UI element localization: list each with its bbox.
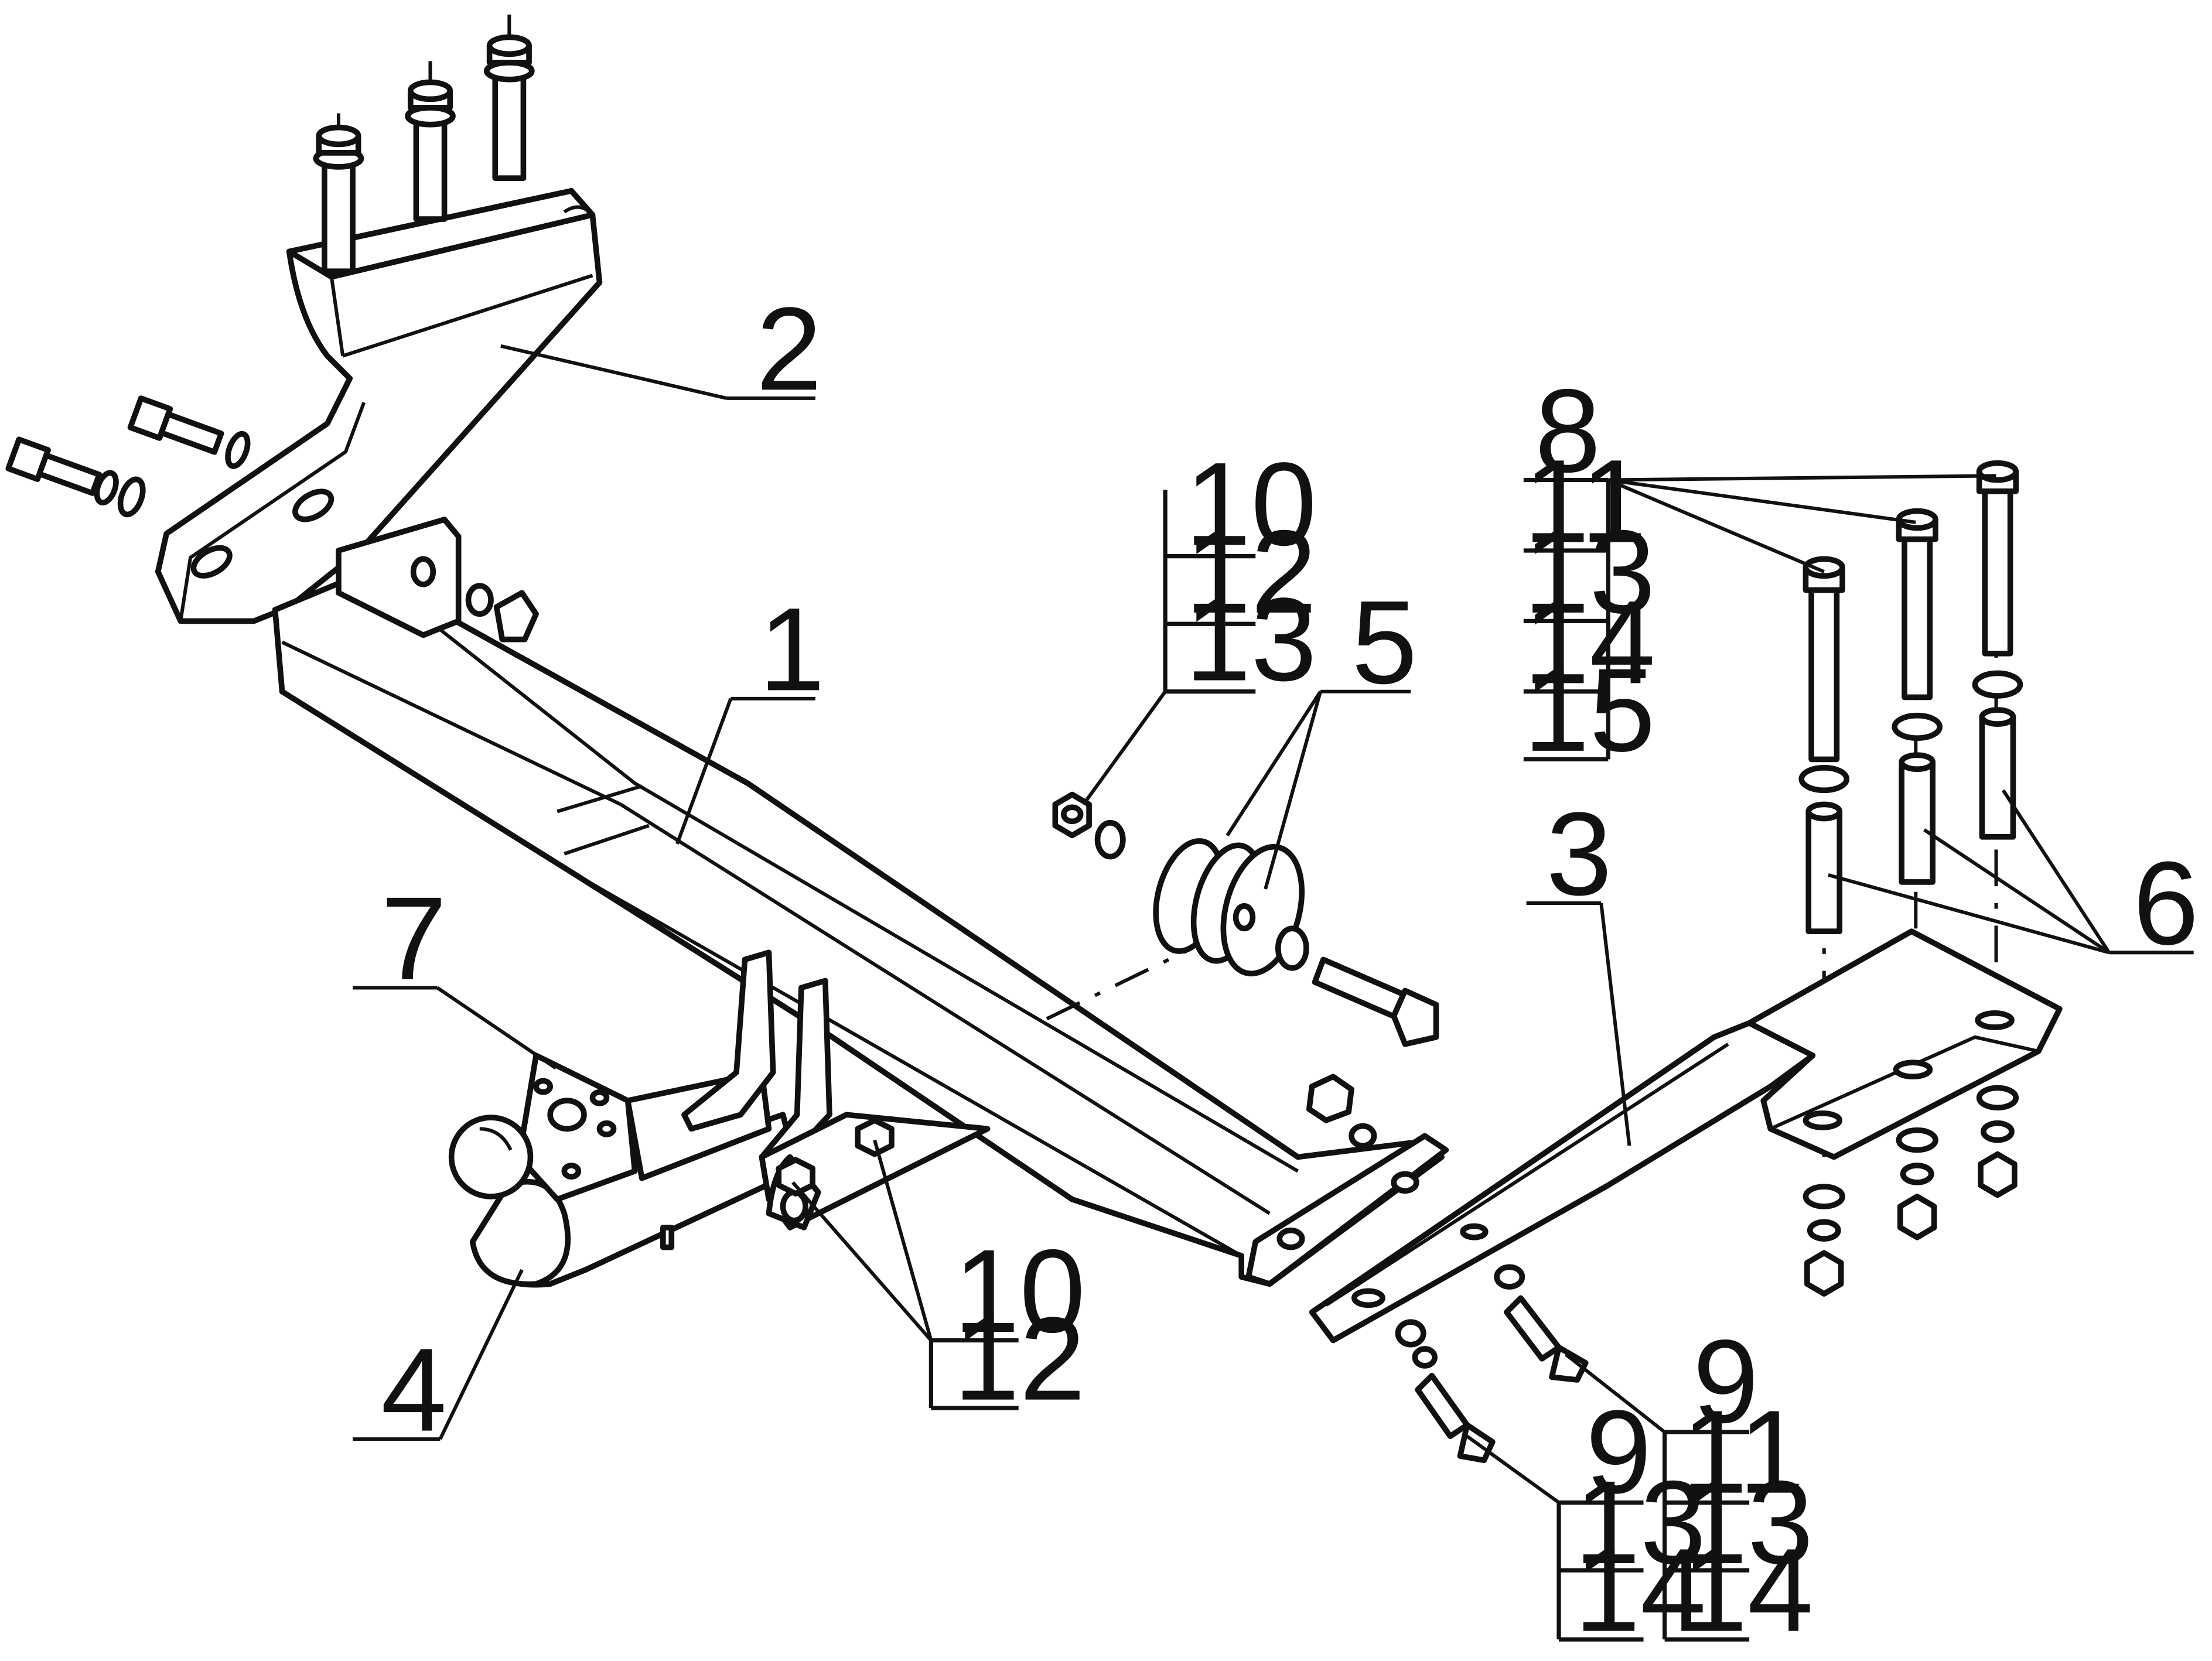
label-part-4: 4 xyxy=(381,1324,446,1456)
callout-item: 13 xyxy=(1185,573,1317,706)
callout-item: 13 xyxy=(1682,1456,1814,1588)
main-crossbar xyxy=(272,517,1449,1287)
callout-item: 13 xyxy=(1524,505,1655,638)
label-part-7: 7 xyxy=(381,872,446,1004)
callout-group-9-11-13-14: 9 11 13 14 xyxy=(1663,1315,1814,1656)
callout-item: 14 xyxy=(1575,1524,1706,1656)
callout-item: 11 xyxy=(1524,435,1647,568)
callout-item: 15 xyxy=(1524,644,1655,776)
left-mounting-bracket xyxy=(155,188,603,624)
label-part-6: 6 xyxy=(2133,837,2199,969)
callout-item: 13 xyxy=(1575,1456,1706,1588)
callout-item: 8 xyxy=(1535,364,1601,497)
callout-group-8-11-13-14-15: 8 11 13 14 15 xyxy=(1523,364,1655,776)
spacers-and-bolts xyxy=(1798,460,2023,934)
callout-item: 9 xyxy=(1693,1315,1759,1447)
left-plate-nut xyxy=(465,583,539,642)
callout-item: 11 xyxy=(1682,1386,1805,1518)
bracket3-bolts xyxy=(1395,1264,1589,1464)
label-part-2: 2 xyxy=(756,282,822,415)
ball-neck-nuts xyxy=(776,1117,895,1197)
bracket-vertical-bolts xyxy=(313,14,535,274)
right-bracket-nuts xyxy=(1803,1085,2019,1297)
bushing-bolt xyxy=(1275,925,1439,1047)
part-labels: 2 1 3 4 7 5 6 xyxy=(381,282,2199,1455)
callout-item: 10 xyxy=(954,1225,1085,1357)
callout-item: 10 xyxy=(1185,438,1317,570)
label-part-3: 3 xyxy=(1546,788,1612,920)
ball-neck xyxy=(448,1052,800,1288)
label-part-5: 5 xyxy=(1351,576,1418,708)
right-mounting-bracket xyxy=(1309,928,2063,1344)
label-part-1: 1 xyxy=(759,583,825,715)
callout-group-10-12: 10 12 xyxy=(929,1225,1085,1425)
leader-lines xyxy=(353,344,2194,1504)
bracket-side-bolts xyxy=(5,395,251,518)
callout-item: 12 xyxy=(1185,505,1317,638)
callout-item: 14 xyxy=(1524,576,1655,708)
callout-group-9-13-14: 9 13 14 xyxy=(1556,1386,1706,1656)
axis-line xyxy=(1046,946,1193,1021)
callout-item: 14 xyxy=(1682,1524,1814,1656)
crossbar-right-nut xyxy=(1306,1074,1377,1149)
callout-item: 12 xyxy=(954,1293,1085,1425)
callout-item: 9 xyxy=(1586,1386,1652,1518)
bushing-nut xyxy=(1052,791,1126,860)
callout-group-10-12-13: 10 12 13 xyxy=(1163,438,1317,706)
